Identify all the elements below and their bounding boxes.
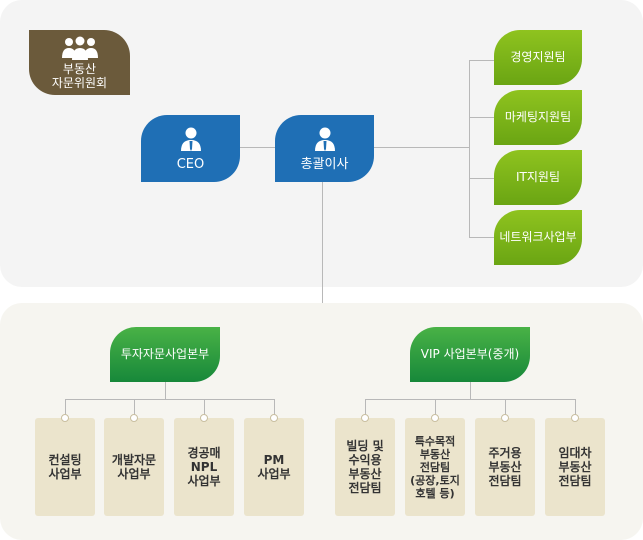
support-branch-1 [469, 60, 494, 61]
support-team-3: IT지원팀 [494, 150, 582, 205]
ceo-label: CEO [176, 156, 205, 172]
unit-4-drop [274, 399, 275, 417]
unit-box: 주거용 부동산 전담팀 [475, 414, 535, 516]
unit-8-drop [575, 399, 576, 417]
division-2-box: VIP 사업본부(중개) [410, 327, 530, 382]
division-1-branch-line [65, 399, 275, 400]
director-support-line [374, 147, 469, 148]
unit-box: 임대차 부동산 전담팀 [545, 414, 605, 516]
director-label: 총괄이사 [300, 156, 349, 172]
connector-dot [200, 414, 208, 422]
unit-label: 경공매 NPL 사업부 [187, 446, 221, 488]
division-2-branch-line [365, 399, 575, 400]
connector-dot [130, 414, 138, 422]
support-branch-4 [469, 237, 494, 238]
support-branch-3 [469, 178, 494, 179]
committee-box: 부동산 자문위원회 [29, 30, 130, 95]
unit-label: 주거용 부동산 전담팀 [488, 446, 522, 488]
ceo-box: CEO [141, 115, 240, 182]
division-1-box: 투자자문사업본부 [110, 327, 220, 382]
committee-label: 부동산 자문위원회 [51, 61, 108, 90]
support-team-2: 마케팅지원팀 [494, 90, 582, 145]
unit-label: 빌딩 및 수익용 부동산 전담팀 [346, 439, 384, 495]
unit-box: 특수목적 부동산 전담팀 (공장,토지 호텔 등) [405, 414, 465, 516]
unit-label: PM 사업부 [257, 453, 291, 481]
support-team-label: 경영지원팀 [510, 50, 566, 64]
support-vertical-line [469, 60, 470, 237]
unit-label: 특수목적 부동산 전담팀 (공장,토지 호텔 등) [410, 434, 460, 500]
unit-box: 컨설팅 사업부 [35, 414, 95, 516]
director-box: 총괄이사 [275, 115, 374, 182]
connector-dot [571, 414, 579, 422]
support-team-1: 경영지원팀 [494, 30, 582, 85]
support-team-label: IT지원팀 [516, 170, 560, 184]
unit-box: 개발자문 사업부 [104, 414, 164, 516]
person-icon [314, 127, 335, 151]
unit-box: PM 사업부 [244, 414, 304, 516]
division-label: VIP 사업본부(중개) [420, 347, 520, 361]
unit-1-drop [65, 399, 66, 417]
unit-box: 빌딩 및 수익용 부동산 전담팀 [335, 414, 395, 516]
unit-7-drop [505, 399, 506, 417]
unit-3-drop [204, 399, 205, 417]
support-team-4: 네트워크사업부 [494, 210, 582, 265]
connector-dot [361, 414, 369, 422]
person-icon [180, 127, 201, 151]
unit-5-drop [365, 399, 366, 417]
support-team-label: 마케팅지원팀 [504, 110, 572, 124]
ceo-director-line [240, 147, 275, 148]
unit-box: 경공매 NPL 사업부 [174, 414, 234, 516]
people-icon [61, 36, 98, 60]
director-down-line [322, 178, 323, 303]
support-branch-2 [469, 117, 494, 118]
division-2-down-line [470, 382, 471, 399]
division-1-down-line [165, 382, 166, 399]
support-team-label: 네트워크사업부 [499, 230, 577, 244]
connector-dot [431, 414, 439, 422]
unit-label: 컨설팅 사업부 [48, 453, 82, 481]
unit-label: 개발자문 사업부 [111, 453, 157, 481]
unit-label: 임대차 부동산 전담팀 [558, 446, 592, 488]
unit-2-drop [134, 399, 135, 417]
unit-6-drop [435, 399, 436, 417]
division-label: 투자자문사업본부 [120, 347, 210, 361]
connector-dot [61, 414, 69, 422]
connector-dot [501, 414, 509, 422]
connector-dot [270, 414, 278, 422]
